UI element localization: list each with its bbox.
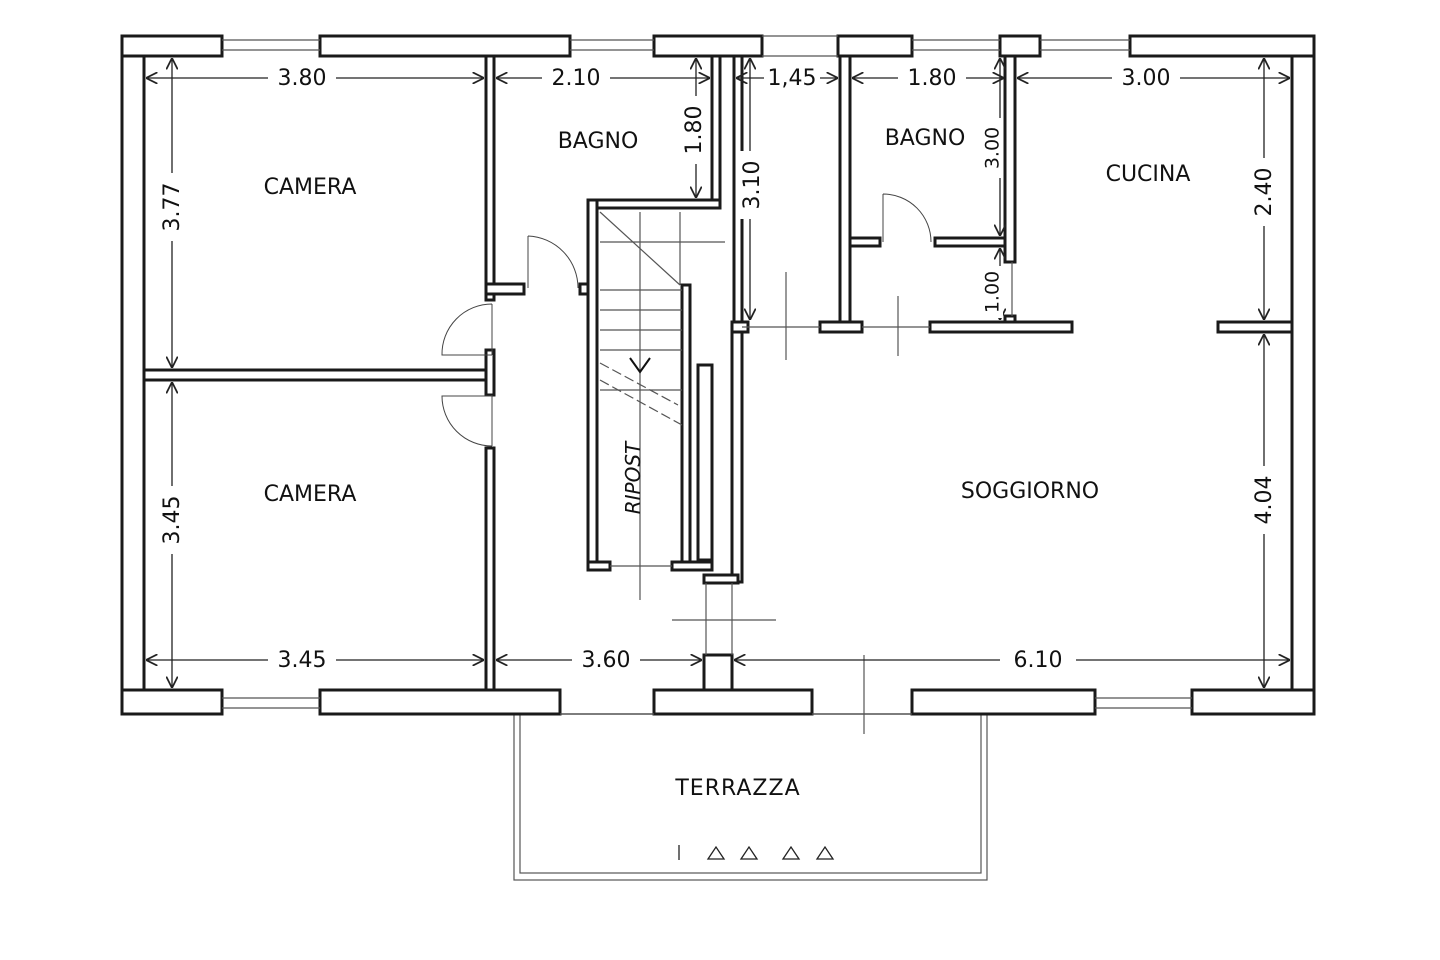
dim-bagno-right-height: 3.00 [982,127,1004,169]
reference-lines [672,262,1013,734]
staircase [599,211,725,600]
steps-symbols [678,845,835,860]
interior-walls [142,54,1294,692]
dim-soggiorno-height: 4.04 [1252,476,1277,525]
room-label-camera-bottom: CAMERA [264,482,357,507]
dimension-labels: 3.80 2.10 1,45 1.80 3.00 3.45 3.60 6.10 … [160,66,1277,673]
room-label-bagno-left: BAGNO [558,129,639,154]
room-labels: CAMERA BAGNO BAGNO CUCINA CAMERA SOGGIOR… [264,126,1191,801]
stair-direction-arrow-icon [629,357,651,374]
room-label-soggiorno: SOGGIORNO [961,479,1099,504]
room-label-terrazza: TERRAZZA [674,776,800,801]
dim-soggiorno-width: 6.10 [1014,648,1063,673]
exterior-walls [120,34,1316,716]
dim-camera-top-height: 3.77 [160,183,185,232]
dim-bagno-left-width: 2.10 [552,66,601,91]
windows [222,35,1192,715]
dim-bagno-right-width: 1.80 [908,66,957,91]
dim-corridor-width: 3.60 [582,648,631,673]
dim-bagno-left-height: 1.80 [682,106,707,155]
dim-cucina-width: 3.00 [1122,66,1171,91]
room-label-ripost: RIPOST [621,440,645,514]
dim-camera-top-width: 3.80 [278,66,327,91]
room-label-cucina: CUCINA [1106,162,1191,187]
dim-antibagno-height: 1.00 [982,271,1004,313]
dim-camera-bottom-height: 3.45 [160,496,185,545]
room-label-bagno-right: BAGNO [885,126,966,151]
dim-hall-height: 3.10 [740,161,765,210]
dim-cucina-height: 2.40 [1252,168,1277,217]
room-label-camera-top: CAMERA [264,175,357,200]
dim-hall-width: 1,45 [768,66,817,91]
dim-camera-bottom-width: 3.45 [278,648,327,673]
doors [441,193,932,447]
